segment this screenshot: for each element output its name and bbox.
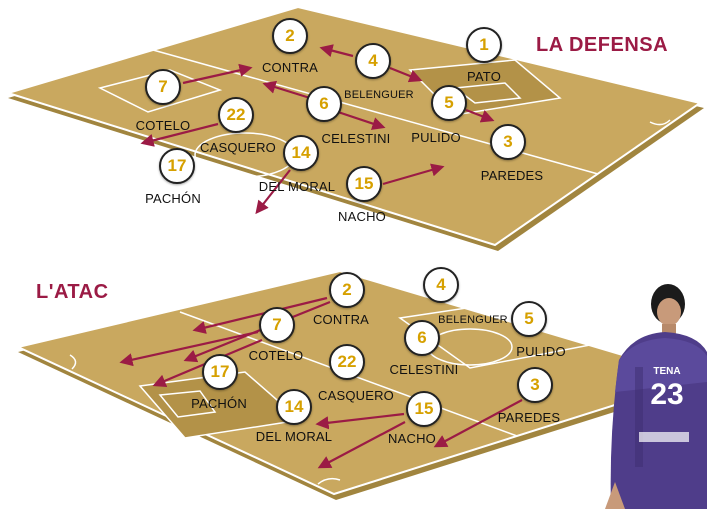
attack-arrows	[119, 296, 523, 469]
player-name: NACHO	[388, 431, 436, 446]
arrow-paredes-atk	[433, 399, 523, 448]
arrow-delmoral	[255, 169, 291, 215]
player-number: 15	[346, 166, 382, 202]
arrow-casquero	[140, 122, 219, 147]
player-number: 14	[276, 389, 312, 425]
arrow-nacho-atk-2	[317, 421, 406, 469]
player-name: COTELO	[248, 348, 304, 363]
player-name: PATO	[466, 69, 502, 84]
arrow-celestini-a	[262, 80, 311, 100]
player-name: CONTRA	[312, 312, 370, 327]
player-number: 3	[517, 367, 553, 403]
player-name: PACHÓN	[191, 396, 247, 411]
player-name: NACHO	[338, 209, 386, 224]
player-name: CASQUERO	[317, 388, 395, 403]
player-number: 1	[466, 27, 502, 63]
player-name: PAREDES	[480, 168, 544, 183]
player-name: BELENGUER	[344, 89, 414, 101]
player-name: CONTRA	[261, 60, 319, 75]
attack-title: L'ATAC	[36, 281, 109, 303]
player-name: PULIDO	[411, 130, 461, 145]
player-name: PULIDO	[516, 344, 566, 359]
shirt-name: TENA	[653, 366, 680, 377]
player-number: 7	[145, 69, 181, 105]
player-number: 4	[355, 43, 391, 79]
player-name: CELESTINI	[389, 362, 459, 377]
player-number: 15	[406, 391, 442, 427]
player-name: BELENGUER	[438, 314, 508, 326]
player-name: PACHÓN	[145, 191, 201, 206]
player-number: 2	[329, 272, 365, 308]
arrow-contra-atk	[192, 296, 328, 334]
defense-arrows	[140, 44, 495, 215]
shirt-number: 23	[650, 378, 683, 411]
player-name: CASQUERO	[199, 140, 277, 155]
attack-pitch	[14, 269, 706, 500]
arrow-contra	[319, 44, 354, 58]
player-name: DEL MORAL	[255, 429, 333, 444]
defense-pitch	[4, 5, 704, 251]
player-name: DEL MORAL	[258, 179, 336, 194]
player-name: CELESTINI	[321, 131, 391, 146]
arrow-contra-atk-2	[183, 300, 331, 363]
player-number: 5	[511, 301, 547, 337]
player-name: COTELO	[135, 118, 191, 133]
player-number: 4	[423, 267, 459, 303]
player-number: 7	[259, 307, 295, 343]
player-number: 3	[490, 124, 526, 160]
player-number: 17	[202, 354, 238, 390]
player-number: 22	[218, 97, 254, 133]
defense-title: LA DEFENSA	[536, 34, 669, 56]
player-number: 14	[283, 135, 319, 171]
player-number: 22	[329, 344, 365, 380]
player-number: 2	[272, 18, 308, 54]
arrow-pulido	[465, 108, 495, 123]
player-number: 5	[431, 85, 467, 121]
player-number: 6	[404, 320, 440, 356]
arrow-cotelo-atk-1	[119, 330, 259, 367]
player-number: 17	[159, 148, 195, 184]
arrow-nacho	[382, 163, 445, 186]
goalkeeper-photo: TENA 23	[605, 284, 707, 509]
arrow-nacho-atk-1	[315, 412, 405, 430]
arrow-belenguer	[389, 66, 423, 83]
player-name: PAREDES	[497, 410, 561, 425]
player-number: 6	[306, 86, 342, 122]
arrow-cotelo	[182, 63, 253, 85]
arrow-celestini-b	[337, 110, 386, 130]
